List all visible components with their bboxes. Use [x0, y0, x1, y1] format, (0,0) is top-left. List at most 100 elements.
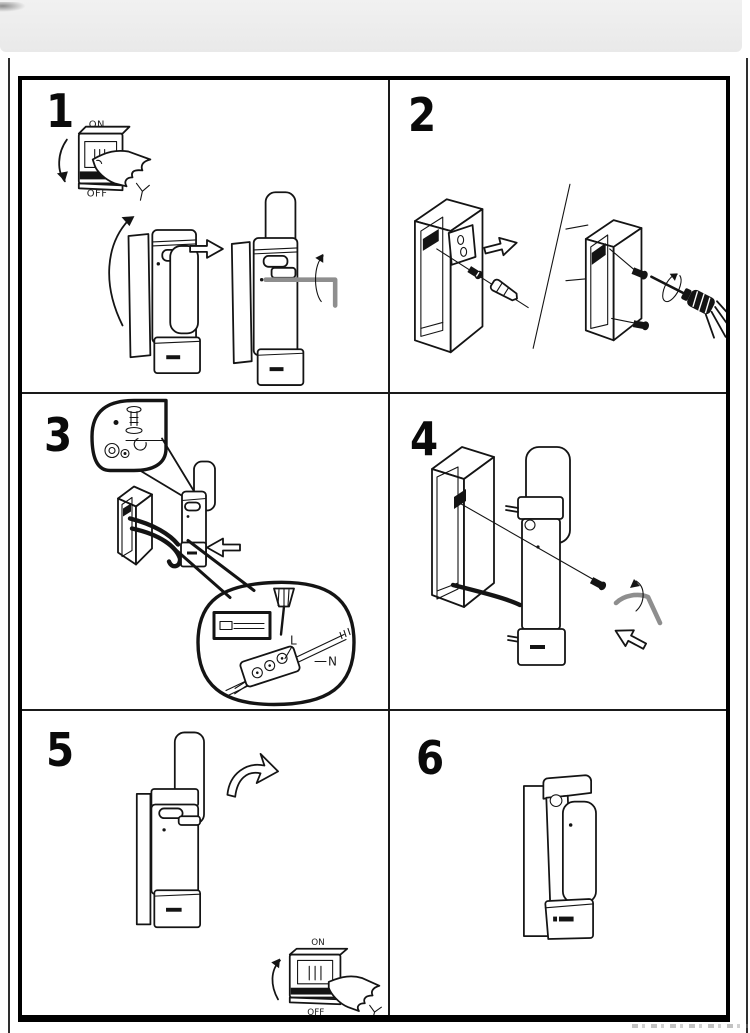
- pins: [505, 505, 521, 643]
- step-4-illustration: [431, 446, 663, 666]
- hinge: [158, 807, 184, 820]
- device: [180, 460, 216, 568]
- on-label: ON: [311, 938, 324, 948]
- slot: [269, 367, 284, 372]
- slot-dot: [553, 916, 558, 922]
- screw-icon: [632, 320, 649, 331]
- rotate-down-arrowhead: [56, 171, 68, 182]
- wall-box: [431, 446, 495, 608]
- slot: [187, 551, 197, 555]
- hex-key-icon: [613, 592, 663, 626]
- top-cap: [542, 774, 593, 800]
- hinge: [549, 794, 563, 808]
- wall-box-screwed: [565, 219, 726, 342]
- step-3-panel: 3: [22, 394, 390, 711]
- wall-anchor-icon: [489, 278, 518, 302]
- strip-length-inset: [212, 611, 272, 640]
- step-1-illustration: ON OFF: [56, 120, 338, 386]
- antenna-cover: [169, 245, 199, 335]
- finished-device: [523, 774, 597, 940]
- hand-icon: [91, 149, 152, 188]
- step-2-panel: 2: [390, 80, 726, 394]
- wall-box-with-bracket: [414, 198, 529, 354]
- hand-fingers: [704, 300, 726, 339]
- step-number: 5: [46, 723, 74, 777]
- step-number: 4: [410, 412, 438, 466]
- knockout: [422, 229, 439, 251]
- toggle-switch: ON OFF: [56, 120, 152, 201]
- live-label: L: [290, 634, 297, 648]
- step-4-panel: 4: [390, 394, 726, 711]
- scan-smudge: [0, 2, 26, 12]
- next-arrow-icon: [189, 239, 224, 259]
- screw-icon: [467, 266, 483, 280]
- page-edge-left: [8, 58, 10, 1033]
- rotate-up-arrowhead: [271, 958, 281, 969]
- step-5-illustration: ON OFF: [135, 731, 382, 1015]
- toggle-switch: ON OFF: [271, 938, 382, 1015]
- slot: [558, 916, 574, 922]
- page-edge-right: [746, 58, 748, 1033]
- off-label: OFF: [87, 188, 108, 199]
- off-label: OFF: [307, 1008, 324, 1015]
- keyhole: [104, 442, 120, 459]
- screw-icon: [589, 577, 607, 591]
- wall-plate: [127, 233, 152, 359]
- step-number: 6: [416, 731, 444, 785]
- top-cap: [517, 496, 564, 520]
- step-6-panel: 6: [390, 711, 726, 1015]
- rotate-arrowhead: [630, 579, 640, 588]
- step-number: 2: [408, 88, 436, 142]
- flip-up-arrowhead: [121, 216, 135, 227]
- neutral-label: N: [328, 655, 337, 669]
- step-number: 3: [44, 408, 72, 462]
- step-6-illustration: [523, 774, 597, 940]
- knockout: [591, 242, 606, 265]
- wire-loop: [129, 526, 183, 569]
- rotate-arrowhead: [315, 253, 324, 263]
- zoom-cone: [170, 539, 256, 599]
- step-number: 1: [46, 84, 74, 138]
- knockout: [123, 503, 131, 517]
- fold-down-arrow-icon: [226, 752, 279, 798]
- wiring-callout: L N: [196, 580, 356, 707]
- wall-plate: [135, 792, 152, 926]
- attach-arrow-icon: [614, 629, 648, 650]
- step-5-panel: 5 ON: [22, 711, 390, 1015]
- wall-plate: [230, 241, 253, 365]
- hand-icon: [327, 975, 381, 1012]
- step-2-illustration: [414, 183, 726, 354]
- push-arrow-icon: [206, 537, 241, 558]
- terminal-block: [234, 645, 301, 695]
- hinge: [262, 254, 289, 268]
- slot: [166, 355, 181, 360]
- hinge: [184, 501, 201, 512]
- previous-image-strip: [0, 0, 742, 52]
- wire: [450, 582, 523, 608]
- hinge: [524, 519, 536, 531]
- device-body: [521, 518, 561, 630]
- device: [505, 446, 571, 666]
- mounted-device: [135, 731, 205, 929]
- screwdriver-icon: [650, 273, 726, 339]
- mounting-bracket: [447, 224, 477, 266]
- screwdriver-icon: [273, 587, 295, 636]
- step-1-panel: 1 ON OFF: [22, 80, 390, 394]
- instruction-grid: 1 ON OFF: [18, 76, 730, 1022]
- print-artifacts: [632, 1024, 748, 1028]
- antenna-cover: [561, 800, 597, 904]
- alignment-line: [455, 500, 597, 582]
- wire: [127, 516, 181, 547]
- screw-icon: [631, 267, 648, 280]
- knockout: [454, 489, 466, 509]
- device-antenna-folded: [108, 216, 201, 375]
- on-label: ON: [89, 120, 105, 131]
- step-3-illustration: L N: [90, 398, 356, 707]
- screw-head: [126, 405, 142, 414]
- detail-callout: [90, 398, 197, 502]
- slot: [530, 645, 545, 649]
- divider-slash: [532, 183, 571, 349]
- device-antenna-up: [230, 191, 338, 386]
- slot: [166, 907, 182, 912]
- remove-arrow-icon: [483, 236, 518, 257]
